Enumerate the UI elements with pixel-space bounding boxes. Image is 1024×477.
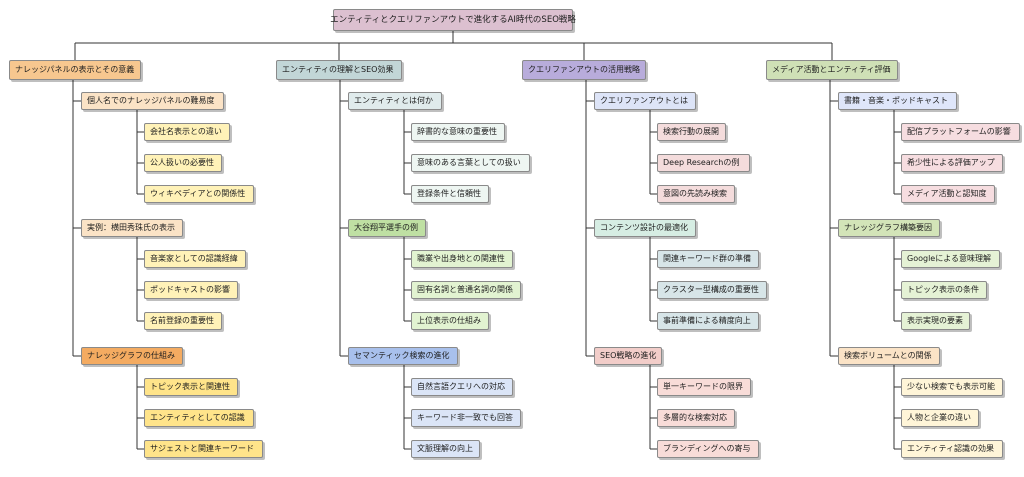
leaf-2-1-2: 意味のある言葉としての扱い bbox=[411, 154, 530, 172]
subtopic-3-1: クエリファンアウトとは bbox=[594, 92, 696, 110]
leaf-2-2-3: 上位表示の仕組み bbox=[411, 312, 489, 330]
leaf-4-2-1: Googleによる意味理解 bbox=[901, 250, 1000, 268]
leaf-4-1-1: 配信プラットフォームの影響 bbox=[901, 123, 1020, 141]
leaf-2-3-2: キーワード非一致でも回答 bbox=[411, 409, 521, 427]
subtopic-1-1: 個人名でのナレッジパネルの難易度 bbox=[81, 92, 224, 110]
leaf-4-1-3: メディア活動と認知度 bbox=[901, 185, 995, 203]
leaf-1-2-3: 名前登録の重要性 bbox=[144, 312, 222, 330]
leaf-1-3-2: エンティティとしての認識 bbox=[144, 409, 254, 427]
leaf-3-2-1: 関連キーワード群の準備 bbox=[657, 250, 759, 268]
leaf-3-3-1: 単一キーワードの限界 bbox=[657, 378, 751, 396]
leaf-2-2-1: 職業や出身地との関連性 bbox=[411, 250, 513, 268]
branch-2: エンティティの理解とSEO効果 bbox=[276, 60, 402, 80]
leaf-3-3-3: ブランディングへの寄与 bbox=[657, 440, 759, 458]
leaf-1-2-2: ポッドキャストの影響 bbox=[144, 281, 238, 299]
leaf-4-2-3: 表示実現の要素 bbox=[901, 312, 970, 330]
leaf-2-2-2: 固有名詞と普通名詞の関係 bbox=[411, 281, 521, 299]
subtopic-4-2: ナレッジグラフ構築要因 bbox=[838, 219, 940, 237]
leaf-4-3-3: エンティティ認識の効果 bbox=[901, 440, 1003, 458]
subtopic-3-3: SEO戦略の進化 bbox=[594, 347, 662, 365]
subtopic-2-3: セマンティック検索の進化 bbox=[348, 347, 458, 365]
leaf-4-2-2: トピック表示の条件 bbox=[901, 281, 987, 299]
subtopic-4-1: 書籍・音楽・ポッドキャスト bbox=[838, 92, 957, 110]
leaf-3-1-1: 検索行動の展開 bbox=[657, 123, 726, 141]
root-topic: エンティティとクエリファンアウトで進化するAI時代のSEO戦略 bbox=[330, 9, 576, 31]
leaf-1-3-3: サジェストと関連キーワード bbox=[144, 440, 263, 458]
branch-4: メディア活動とエンティティ評価 bbox=[766, 60, 898, 80]
leaf-2-3-3: 文脈理解の向上 bbox=[411, 440, 480, 458]
leaf-1-2-1: 音楽家としての認識経緯 bbox=[144, 250, 246, 268]
subtopic-3-2: コンテンツ設計の最適化 bbox=[594, 219, 696, 237]
leaf-1-1-2: 公人扱いの必要性 bbox=[144, 154, 222, 172]
leaf-2-3-1: 自然言語クエリへの対応 bbox=[411, 378, 513, 396]
leaf-2-1-1: 辞書的な意味の重要性 bbox=[411, 123, 505, 141]
leaf-1-1-1: 会社名表示との違い bbox=[144, 123, 230, 141]
leaf-3-3-2: 多層的な検索対応 bbox=[657, 409, 735, 427]
subtopic-1-3: ナレッジグラフの仕組み bbox=[81, 347, 183, 365]
leaf-4-1-2: 希少性による評価アップ bbox=[901, 154, 1003, 172]
leaf-2-1-3: 登録条件と信頼性 bbox=[411, 185, 489, 203]
branch-3: クエリファンアウトの活用戦略 bbox=[522, 60, 646, 80]
leaf-3-1-3: 意図の先読み検索 bbox=[657, 185, 735, 203]
subtopic-1-2: 実例：横田秀珠氏の表示 bbox=[81, 219, 183, 237]
leaf-1-1-3: ウィキペディアとの関係性 bbox=[144, 185, 254, 203]
leaf-4-3-2: 人物と企業の違い bbox=[901, 409, 979, 427]
subtopic-4-3: 検索ボリュームとの関係 bbox=[838, 347, 940, 365]
leaf-4-3-1: 少ない検索でも表示可能 bbox=[901, 378, 1003, 396]
leaf-3-1-2: Deep Researchの例 bbox=[657, 154, 750, 172]
leaf-1-3-1: トピック表示と関連性 bbox=[144, 378, 238, 396]
subtopic-2-1: エンティティとは何か bbox=[348, 92, 442, 110]
branch-1: ナレッジパネルの表示とその意義 bbox=[9, 60, 141, 80]
subtopic-2-2: 大谷翔平選手の例 bbox=[348, 219, 426, 237]
leaf-3-2-3: 事前準備による精度向上 bbox=[657, 312, 759, 330]
leaf-3-2-2: クラスター型構成の重要性 bbox=[657, 281, 767, 299]
